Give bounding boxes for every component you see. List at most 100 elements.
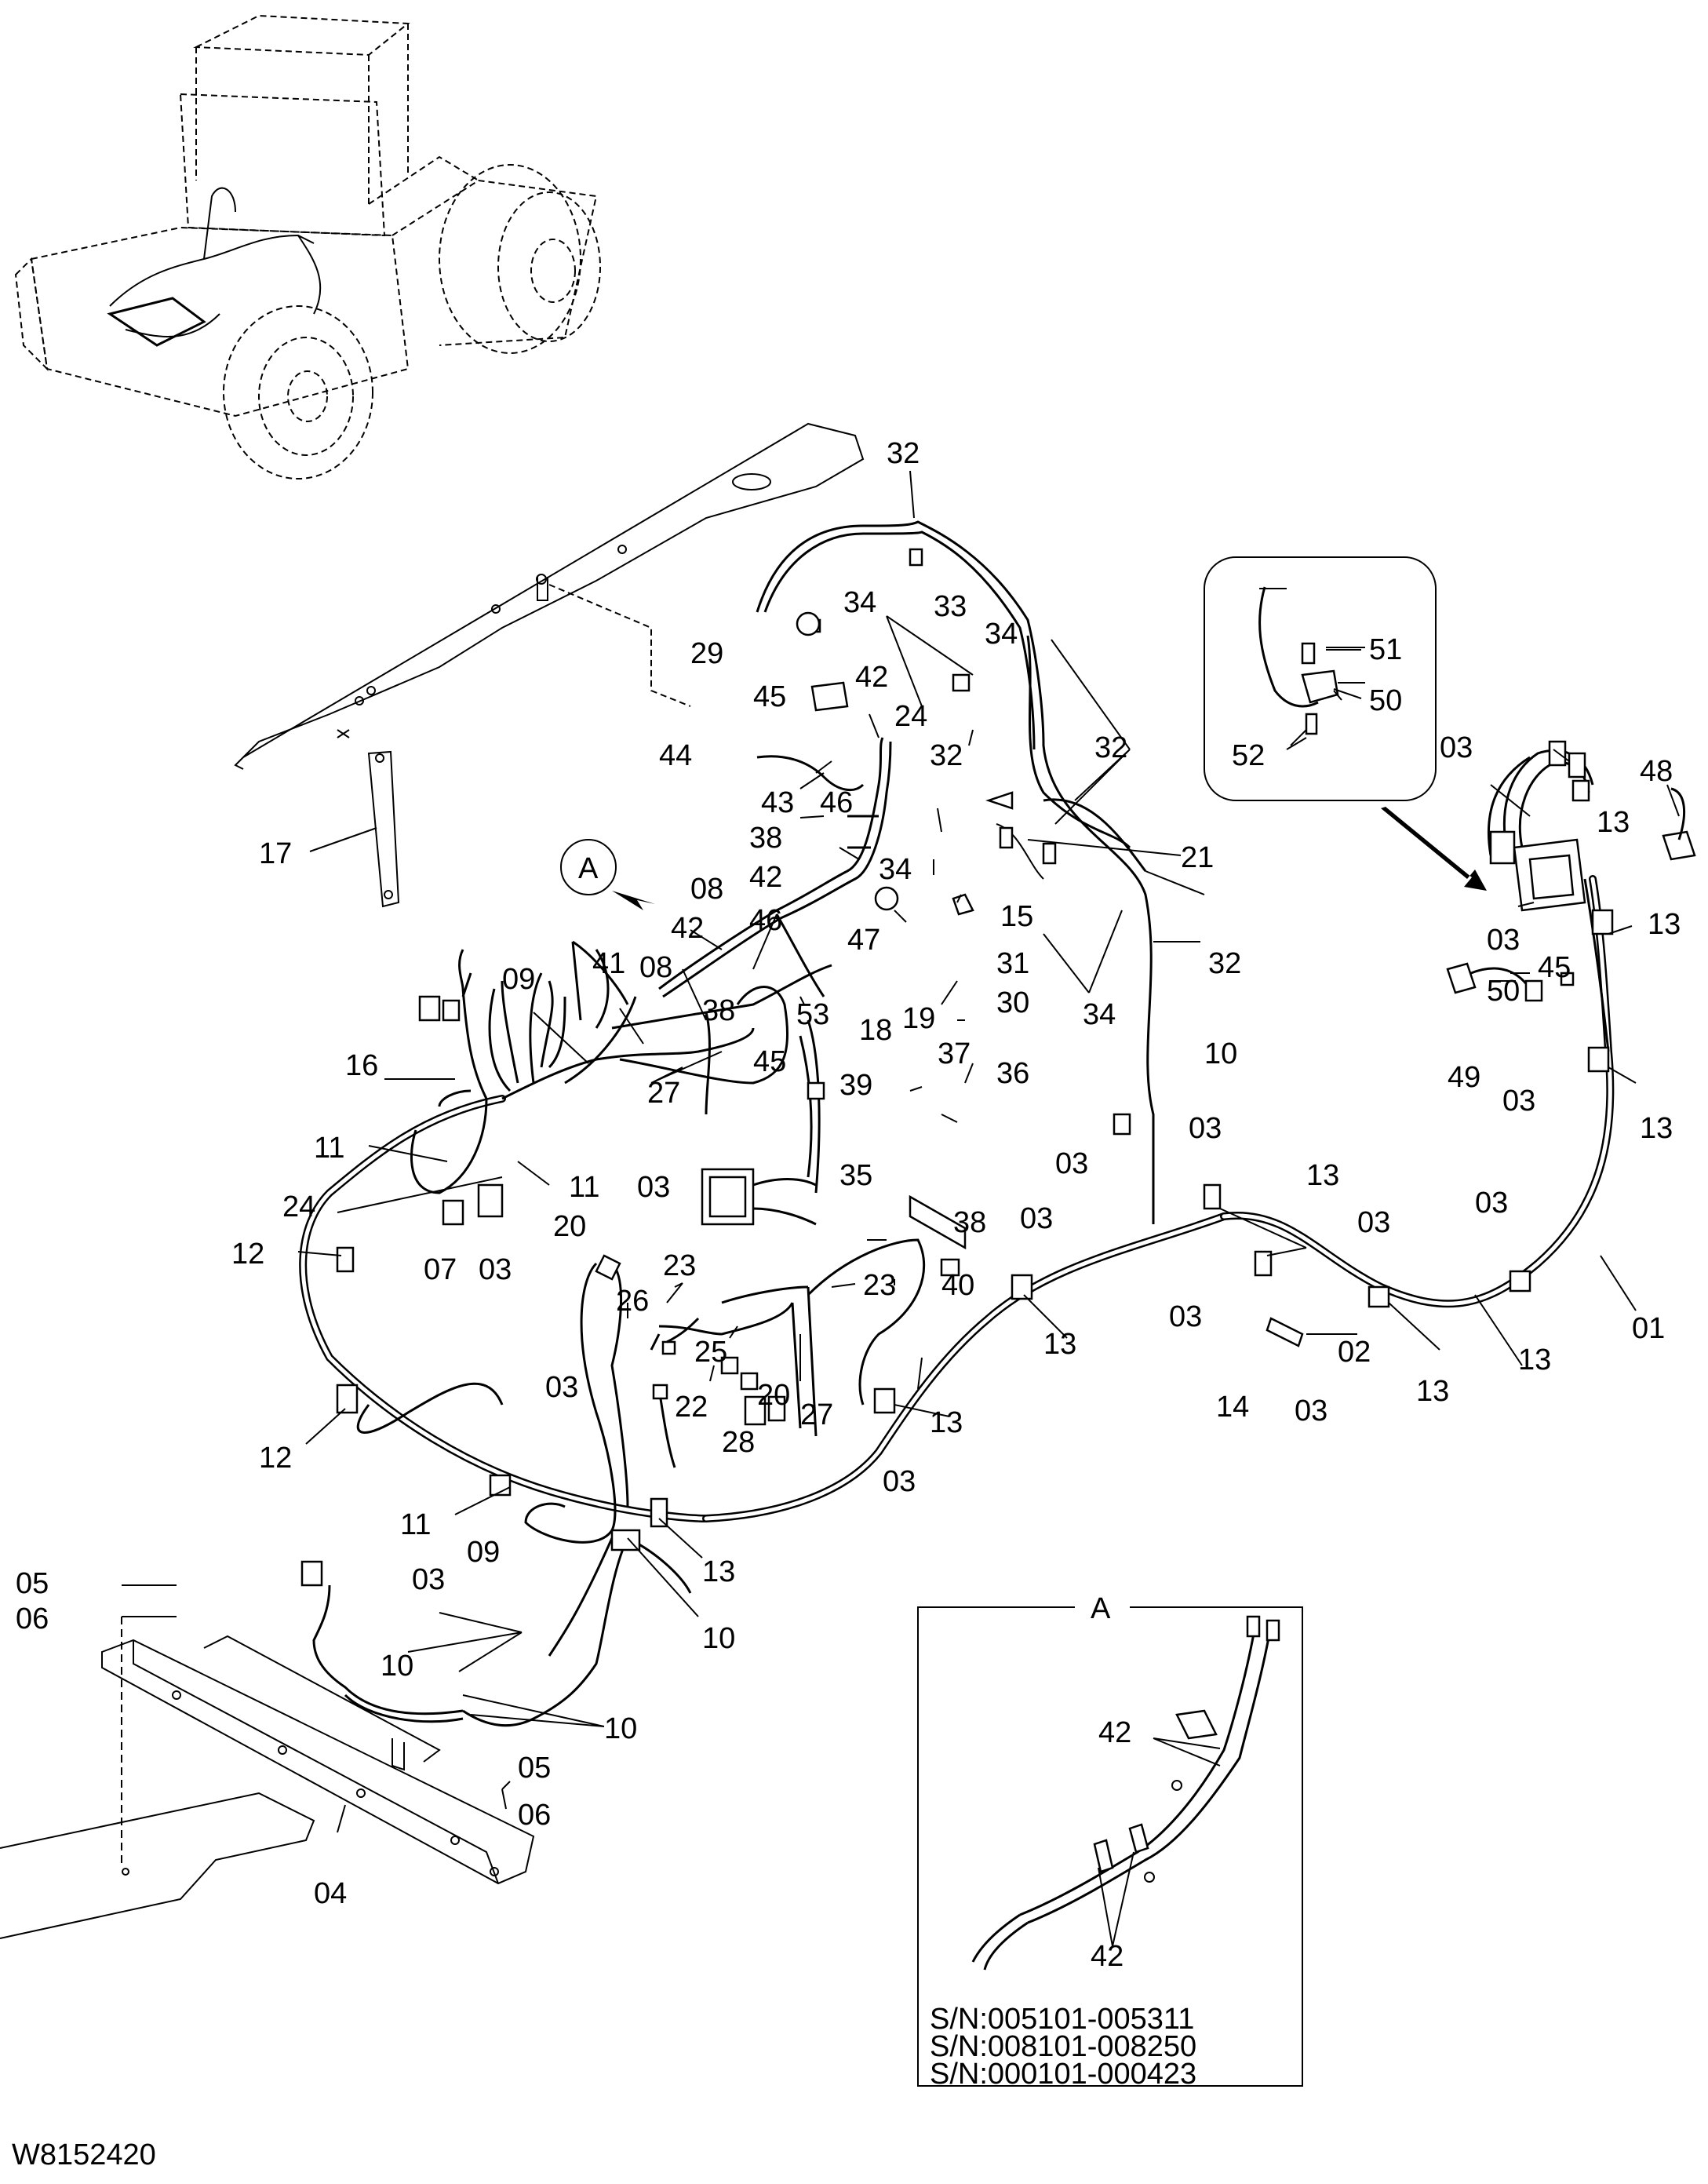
callout-30: 30: [996, 986, 1029, 1019]
right-harness-01-cluster: [1446, 740, 1696, 1052]
callout-32: 32: [1208, 947, 1241, 980]
callout-29: 29: [690, 637, 723, 670]
callout-03: 03: [1020, 1202, 1053, 1235]
callout-03: 03: [883, 1465, 916, 1498]
callout-23: 23: [663, 1249, 696, 1282]
serial-number-3: S/N:000101-000423: [930, 2058, 1196, 2091]
callout-40: 40: [941, 1269, 974, 1302]
upper-frame-rail: [234, 422, 865, 770]
callout-13: 13: [702, 1555, 735, 1588]
callout-31: 31: [996, 947, 1029, 980]
callout-05: 05: [518, 1752, 551, 1785]
callout-42: 42: [1098, 1716, 1131, 1749]
callout-11: 11: [314, 1132, 344, 1165]
callout-27: 27: [647, 1077, 680, 1110]
harness-08-53: [658, 737, 892, 1194]
callout-42: 42: [671, 912, 704, 945]
callout-34: 34: [843, 586, 876, 619]
callout-44: 44: [659, 739, 692, 772]
callout-10: 10: [604, 1712, 637, 1745]
callout-20: 20: [553, 1210, 586, 1243]
callout-13: 13: [1043, 1328, 1076, 1361]
callout-34: 34: [1083, 998, 1116, 1031]
callout-10: 10: [1204, 1037, 1237, 1070]
callout-37: 37: [938, 1037, 971, 1070]
callout-36: 36: [996, 1057, 1029, 1090]
callout-10: 10: [702, 1622, 735, 1655]
callout-34: 34: [985, 618, 1018, 651]
callout-22: 22: [675, 1391, 708, 1424]
callout-38: 38: [953, 1206, 986, 1239]
callout-51: 51: [1369, 633, 1402, 666]
lower-bracket-04: [0, 1617, 535, 1939]
callout-14: 14: [1216, 1391, 1249, 1424]
callout-03: 03: [1357, 1206, 1390, 1239]
callout-43: 43: [761, 786, 794, 819]
callout-32: 32: [887, 437, 920, 470]
callout-06: 06: [16, 1602, 49, 1635]
callout-04: 04: [314, 1877, 347, 1910]
callout-10: 10: [381, 1650, 413, 1683]
callout-03: 03: [1487, 924, 1520, 957]
callout-42: 42: [855, 661, 888, 694]
callout-46: 46: [820, 786, 853, 819]
callout-08: 08: [639, 951, 672, 984]
callout-02: 02: [1338, 1336, 1371, 1369]
machine-overview-illustration: [14, 14, 601, 479]
callout-12: 12: [259, 1442, 292, 1475]
callout-06: 06: [518, 1799, 551, 1832]
callout-01: 01: [1632, 1312, 1665, 1345]
callout-16: 16: [345, 1049, 378, 1082]
callout-45: 45: [753, 680, 786, 713]
callout-32: 32: [930, 739, 963, 772]
callout-03: 03: [1055, 1147, 1088, 1180]
callout-25: 25: [694, 1336, 727, 1369]
callout-38: 38: [702, 994, 735, 1027]
callout-42: 42: [1091, 1940, 1123, 1973]
callout-03: 03: [1169, 1300, 1202, 1333]
callout-03: 03: [1475, 1187, 1508, 1220]
callout-33: 33: [934, 590, 967, 623]
callout-03: 03: [1295, 1395, 1327, 1427]
callout-21: 21: [1181, 841, 1214, 874]
serial-number-1: S/N:005101-005311: [930, 2003, 1194, 2036]
callout-19: 19: [902, 1002, 935, 1035]
left-harness-cluster: [410, 940, 832, 1218]
callout-24: 24: [894, 700, 927, 733]
detail-inset-clip: [1204, 556, 1487, 891]
callout-03: 03: [637, 1171, 670, 1204]
detail-marker-label: A: [578, 852, 599, 885]
callout-05: 05: [16, 1567, 49, 1600]
callout-13: 13: [1640, 1112, 1673, 1145]
callout-50: 50: [1369, 684, 1402, 717]
callout-50: 50: [1487, 975, 1520, 1008]
callout-03: 03: [412, 1563, 445, 1596]
callout-03: 03: [479, 1253, 512, 1286]
upper-harness-32: [756, 520, 1155, 1224]
callout-13: 13: [1518, 1344, 1551, 1376]
callout-49: 49: [1448, 1061, 1480, 1094]
main-harness-11: [299, 875, 1615, 1522]
callout-53: 53: [796, 998, 829, 1031]
callout-13: 13: [1648, 908, 1681, 941]
callout-23: 23: [863, 1269, 896, 1302]
callout-labels: 01 02 03 03 03 03 03 03 03 03 03 03 03 0…: [16, 437, 1681, 1973]
callout-12: 12: [231, 1238, 264, 1271]
callout-03: 03: [545, 1371, 578, 1404]
serial-number-2: S/N:008101-008250: [930, 2030, 1196, 2063]
callout-32: 32: [1094, 731, 1127, 764]
callout-28: 28: [722, 1426, 755, 1459]
callout-24: 24: [282, 1190, 315, 1223]
callout-17: 17: [259, 837, 292, 870]
callout-47: 47: [847, 924, 880, 957]
harness-09-drop: [524, 1254, 676, 1544]
detail-marker-a: A: [560, 839, 655, 910]
callout-09: 09: [502, 963, 535, 996]
bracket-17: [367, 750, 400, 908]
callout-27: 27: [800, 1398, 833, 1431]
callout-48: 48: [1640, 755, 1673, 788]
callout-11: 11: [569, 1171, 599, 1204]
callout-34: 34: [879, 853, 912, 886]
